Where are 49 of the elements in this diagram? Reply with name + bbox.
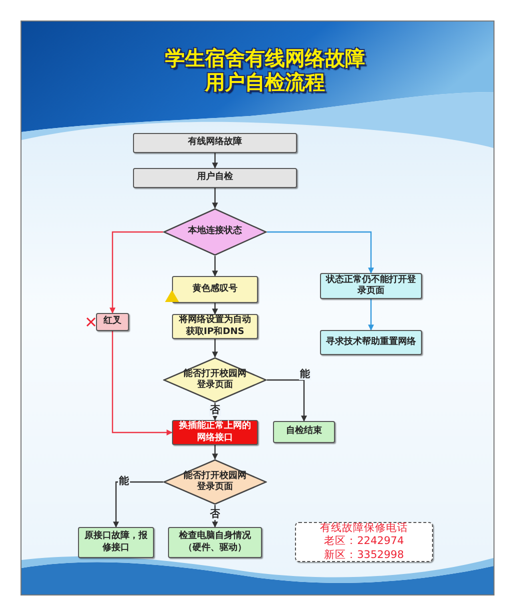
arrow — [212, 153, 218, 169]
process-box — [133, 133, 297, 153]
process-box — [273, 421, 335, 443]
process-box — [172, 420, 258, 445]
node-text: 检查电脑自身情况（硬件、驱动） — [178, 531, 252, 554]
node-text: 用户自检 — [197, 172, 233, 184]
process-box — [172, 276, 258, 303]
node-text: 状态正常仍不能打开登录页面 — [324, 274, 417, 298]
arrow — [113, 481, 163, 528]
decision-diamond — [163, 459, 267, 505]
process-box — [78, 527, 154, 558]
decision-diamond — [163, 208, 267, 256]
node-text: 有线网络故障 — [188, 137, 242, 149]
arrow — [212, 188, 218, 209]
node-text: 自检结束 — [286, 426, 322, 438]
arrow — [212, 256, 218, 277]
decision-diamond — [163, 357, 267, 403]
process-box — [320, 330, 422, 355]
process-box — [172, 314, 258, 339]
node-text: 本地连接状态 — [188, 226, 242, 238]
note-text: 有线故障保修电话 — [320, 522, 408, 535]
edge-label: 能 — [118, 477, 130, 487]
arrow — [267, 231, 374, 274]
arrow — [212, 303, 218, 315]
node-text: 将网络设置为自动获取IP和DNS — [178, 315, 252, 338]
node-text: 红叉 — [104, 316, 122, 328]
process-box — [96, 313, 129, 331]
arrow — [212, 339, 218, 358]
note-box — [295, 522, 433, 562]
process-box — [168, 527, 262, 558]
poster-title: 学生宿舍有线网络故障用户自检流程 — [164, 46, 366, 94]
process-box — [133, 168, 297, 188]
node-text: 换插能正常上网的网络接口 — [178, 421, 252, 444]
arrow — [267, 379, 307, 422]
node-text: 黄色感叹号 — [192, 284, 238, 296]
process-box — [320, 273, 422, 299]
edge-label: 能 — [299, 370, 311, 380]
arrow — [112, 331, 173, 436]
node-text: 原接口故障，报修接口 — [84, 531, 148, 554]
arrow — [110, 231, 163, 314]
node-text: 寻求技术帮助重置网络 — [326, 336, 416, 348]
edge-label: 否 — [209, 510, 221, 520]
node-text: 能否打开校园网登录页面 — [182, 470, 248, 494]
note-text: 新区：3352998 — [324, 548, 404, 562]
node-text: 能否打开校园网登录页面 — [182, 368, 248, 392]
note-text: 老区：2242974 — [324, 535, 404, 549]
arrow — [212, 445, 218, 460]
arrow — [368, 299, 374, 331]
edge-label: 否 — [209, 406, 221, 416]
